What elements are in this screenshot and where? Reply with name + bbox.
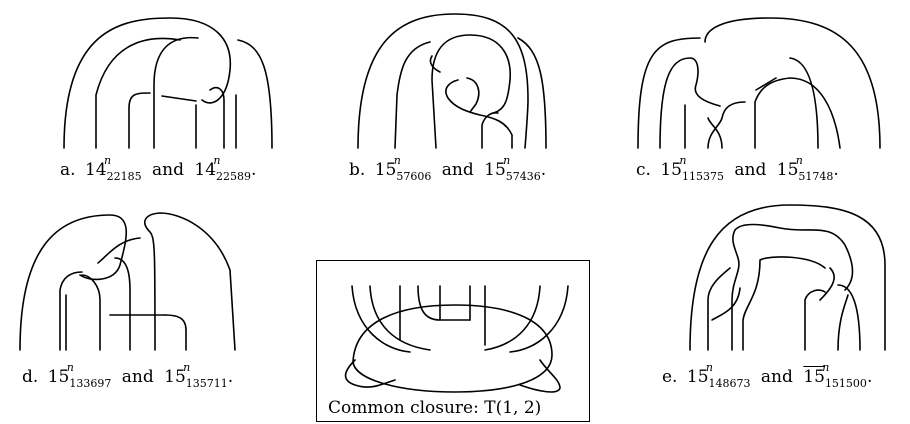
- tangle-a: [63, 17, 273, 149]
- tangle-d: [19, 212, 236, 351]
- closure-caption: Common closure: T(1, 2): [328, 398, 542, 418]
- tangle-b: [357, 13, 547, 149]
- closure-diagram: [344, 285, 569, 393]
- closure-box: [316, 260, 590, 422]
- tangle-c: [637, 17, 881, 149]
- tangle-e: [689, 204, 886, 351]
